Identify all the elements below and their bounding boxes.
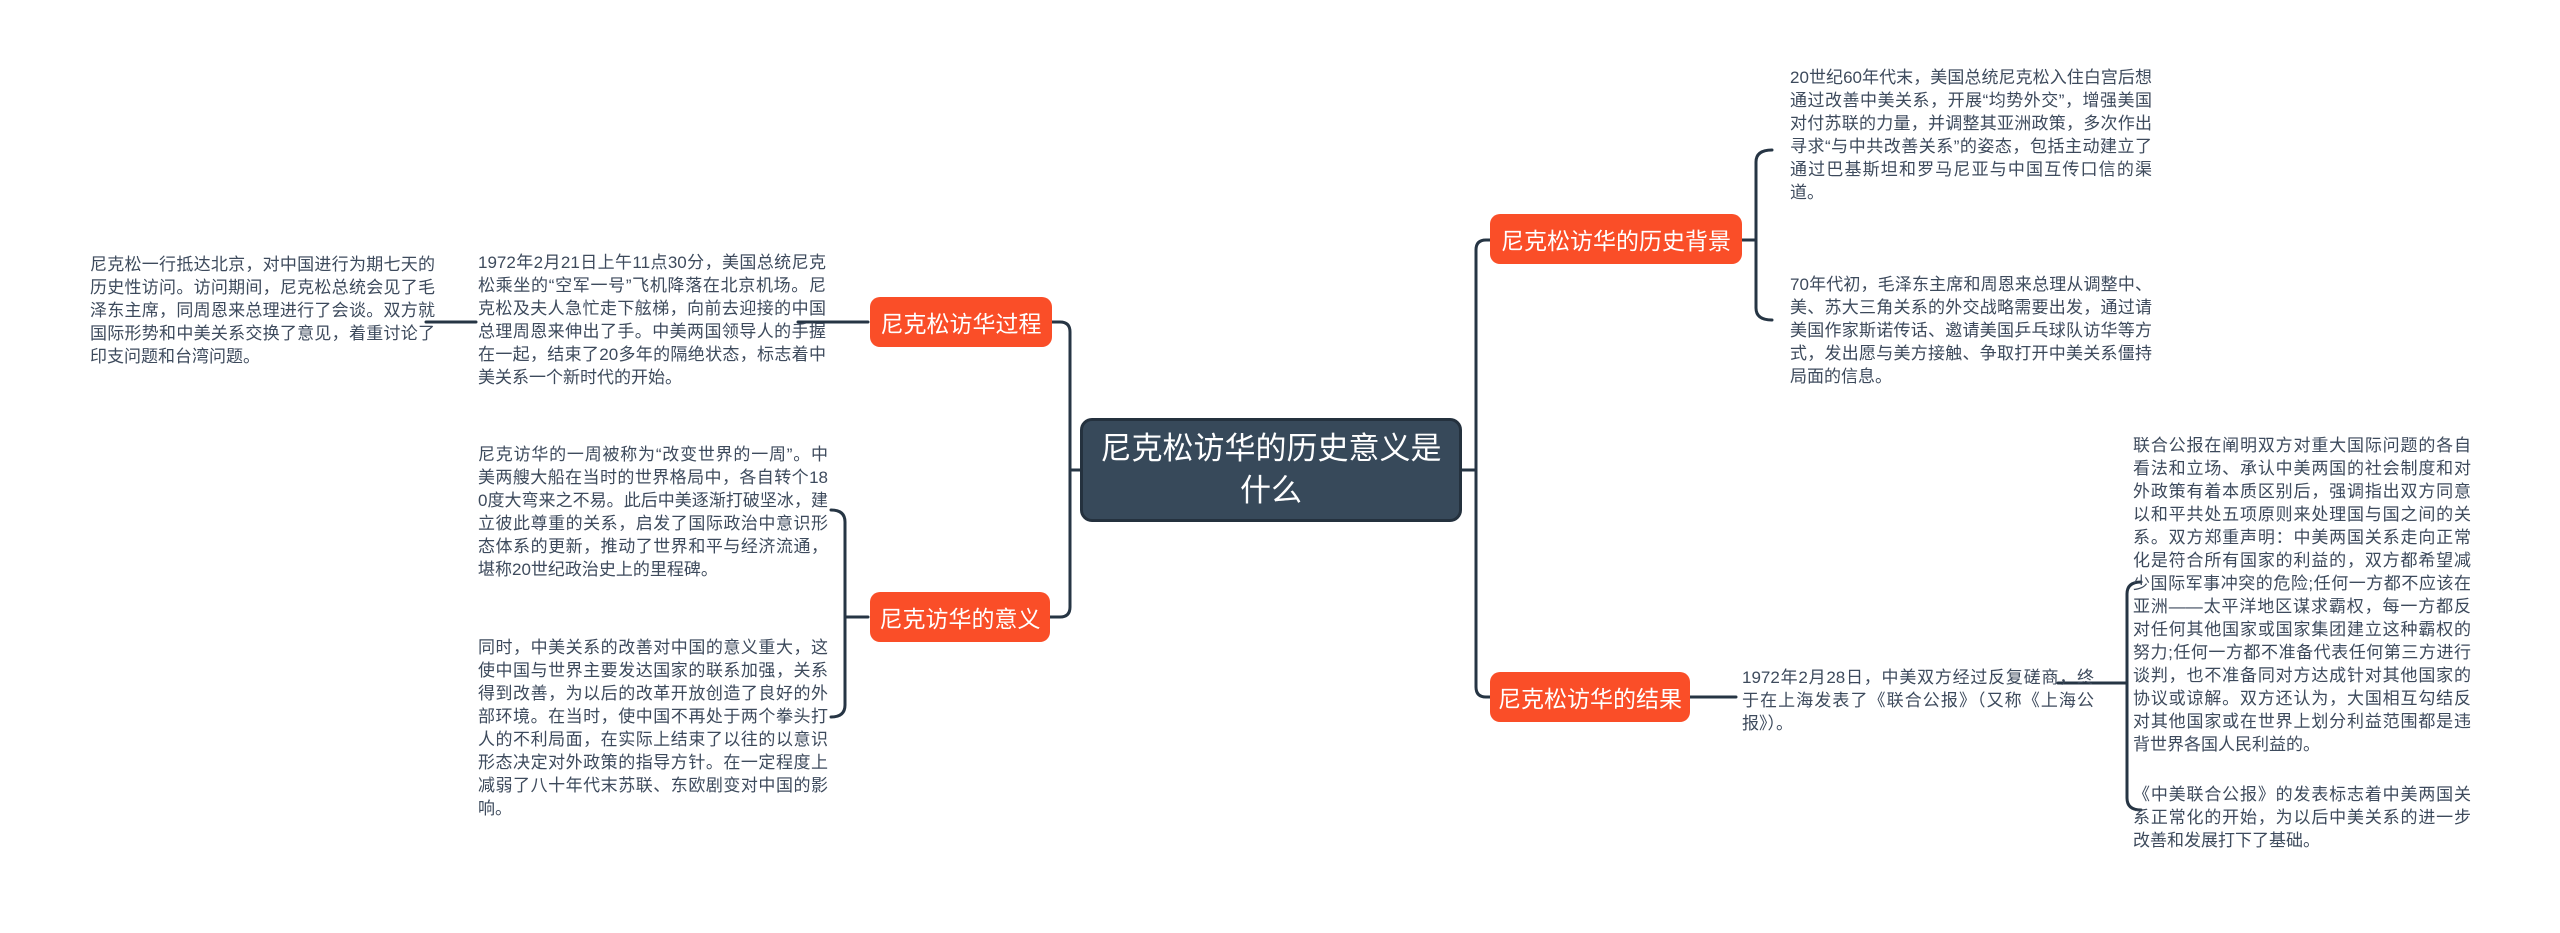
note-arrival[interactable]: 尼克松一行抵达北京，对中国进行为期七天的历史性访问。访问期间，尼克松总统会见了毛… xyxy=(90,255,435,366)
note-background-2[interactable]: 70年代初，毛泽东主席和周恩来总理从调整中、美、苏大三角关系的外交战略需要出发，… xyxy=(1790,275,2152,386)
note-communique-date[interactable]: 1972年2月28日，中美双方经过反复磋商，终于在上海发表了《联合公报》（又称《… xyxy=(1742,668,2094,733)
note-week[interactable]: 尼克访华的一周被称为“改变世界的一周”。中美两艘大船在当时的世界格局中，各自转个… xyxy=(478,445,828,579)
connector-result-bracket xyxy=(2125,580,2143,812)
note-meanwhile[interactable]: 同时，中美关系的改善对中国的意义重大，这使中国与世界主要发达国家的联系加强，关系… xyxy=(478,638,828,818)
note-landing[interactable]: 1972年2月21日上午11点30分，美国总统尼克松乘坐的“空军一号”飞机降落在… xyxy=(478,253,826,387)
branch-node-significance[interactable]: 尼克访华的意义 xyxy=(870,592,1050,642)
connector-center-to-process xyxy=(1050,320,1087,472)
branch-node-process[interactable]: 尼克松访华过程 xyxy=(870,297,1052,347)
branch-node-background[interactable]: 尼克松访华的历史背景 xyxy=(1490,214,1742,264)
connector-significance-bracket xyxy=(829,508,847,719)
connector-background-bracket xyxy=(1754,148,1774,322)
note-communique-content[interactable]: 联合公报在阐明双方对重大国际问题的各自看法和立场、承认中美两国的社会制度和对外政… xyxy=(2133,436,2471,754)
connector-center-to-significance xyxy=(1048,468,1087,619)
branch-node-result[interactable]: 尼克松访华的结果 xyxy=(1490,672,1690,722)
note-communique-significance[interactable]: 《中美联合公报》的发表标志着中美两国关系正常化的开始，为以后中美关系的进一步改善… xyxy=(2133,785,2471,850)
connector-center-to-background xyxy=(1455,238,1496,472)
note-background-1[interactable]: 20世纪60年代末，美国总统尼克松入住白宫后想通过改善中美关系，开展“均势外交”… xyxy=(1790,68,2152,202)
connector-center-to-result xyxy=(1455,468,1496,699)
central-topic-node[interactable]: 尼克松访华的历史意义是什么 xyxy=(1080,418,1462,522)
